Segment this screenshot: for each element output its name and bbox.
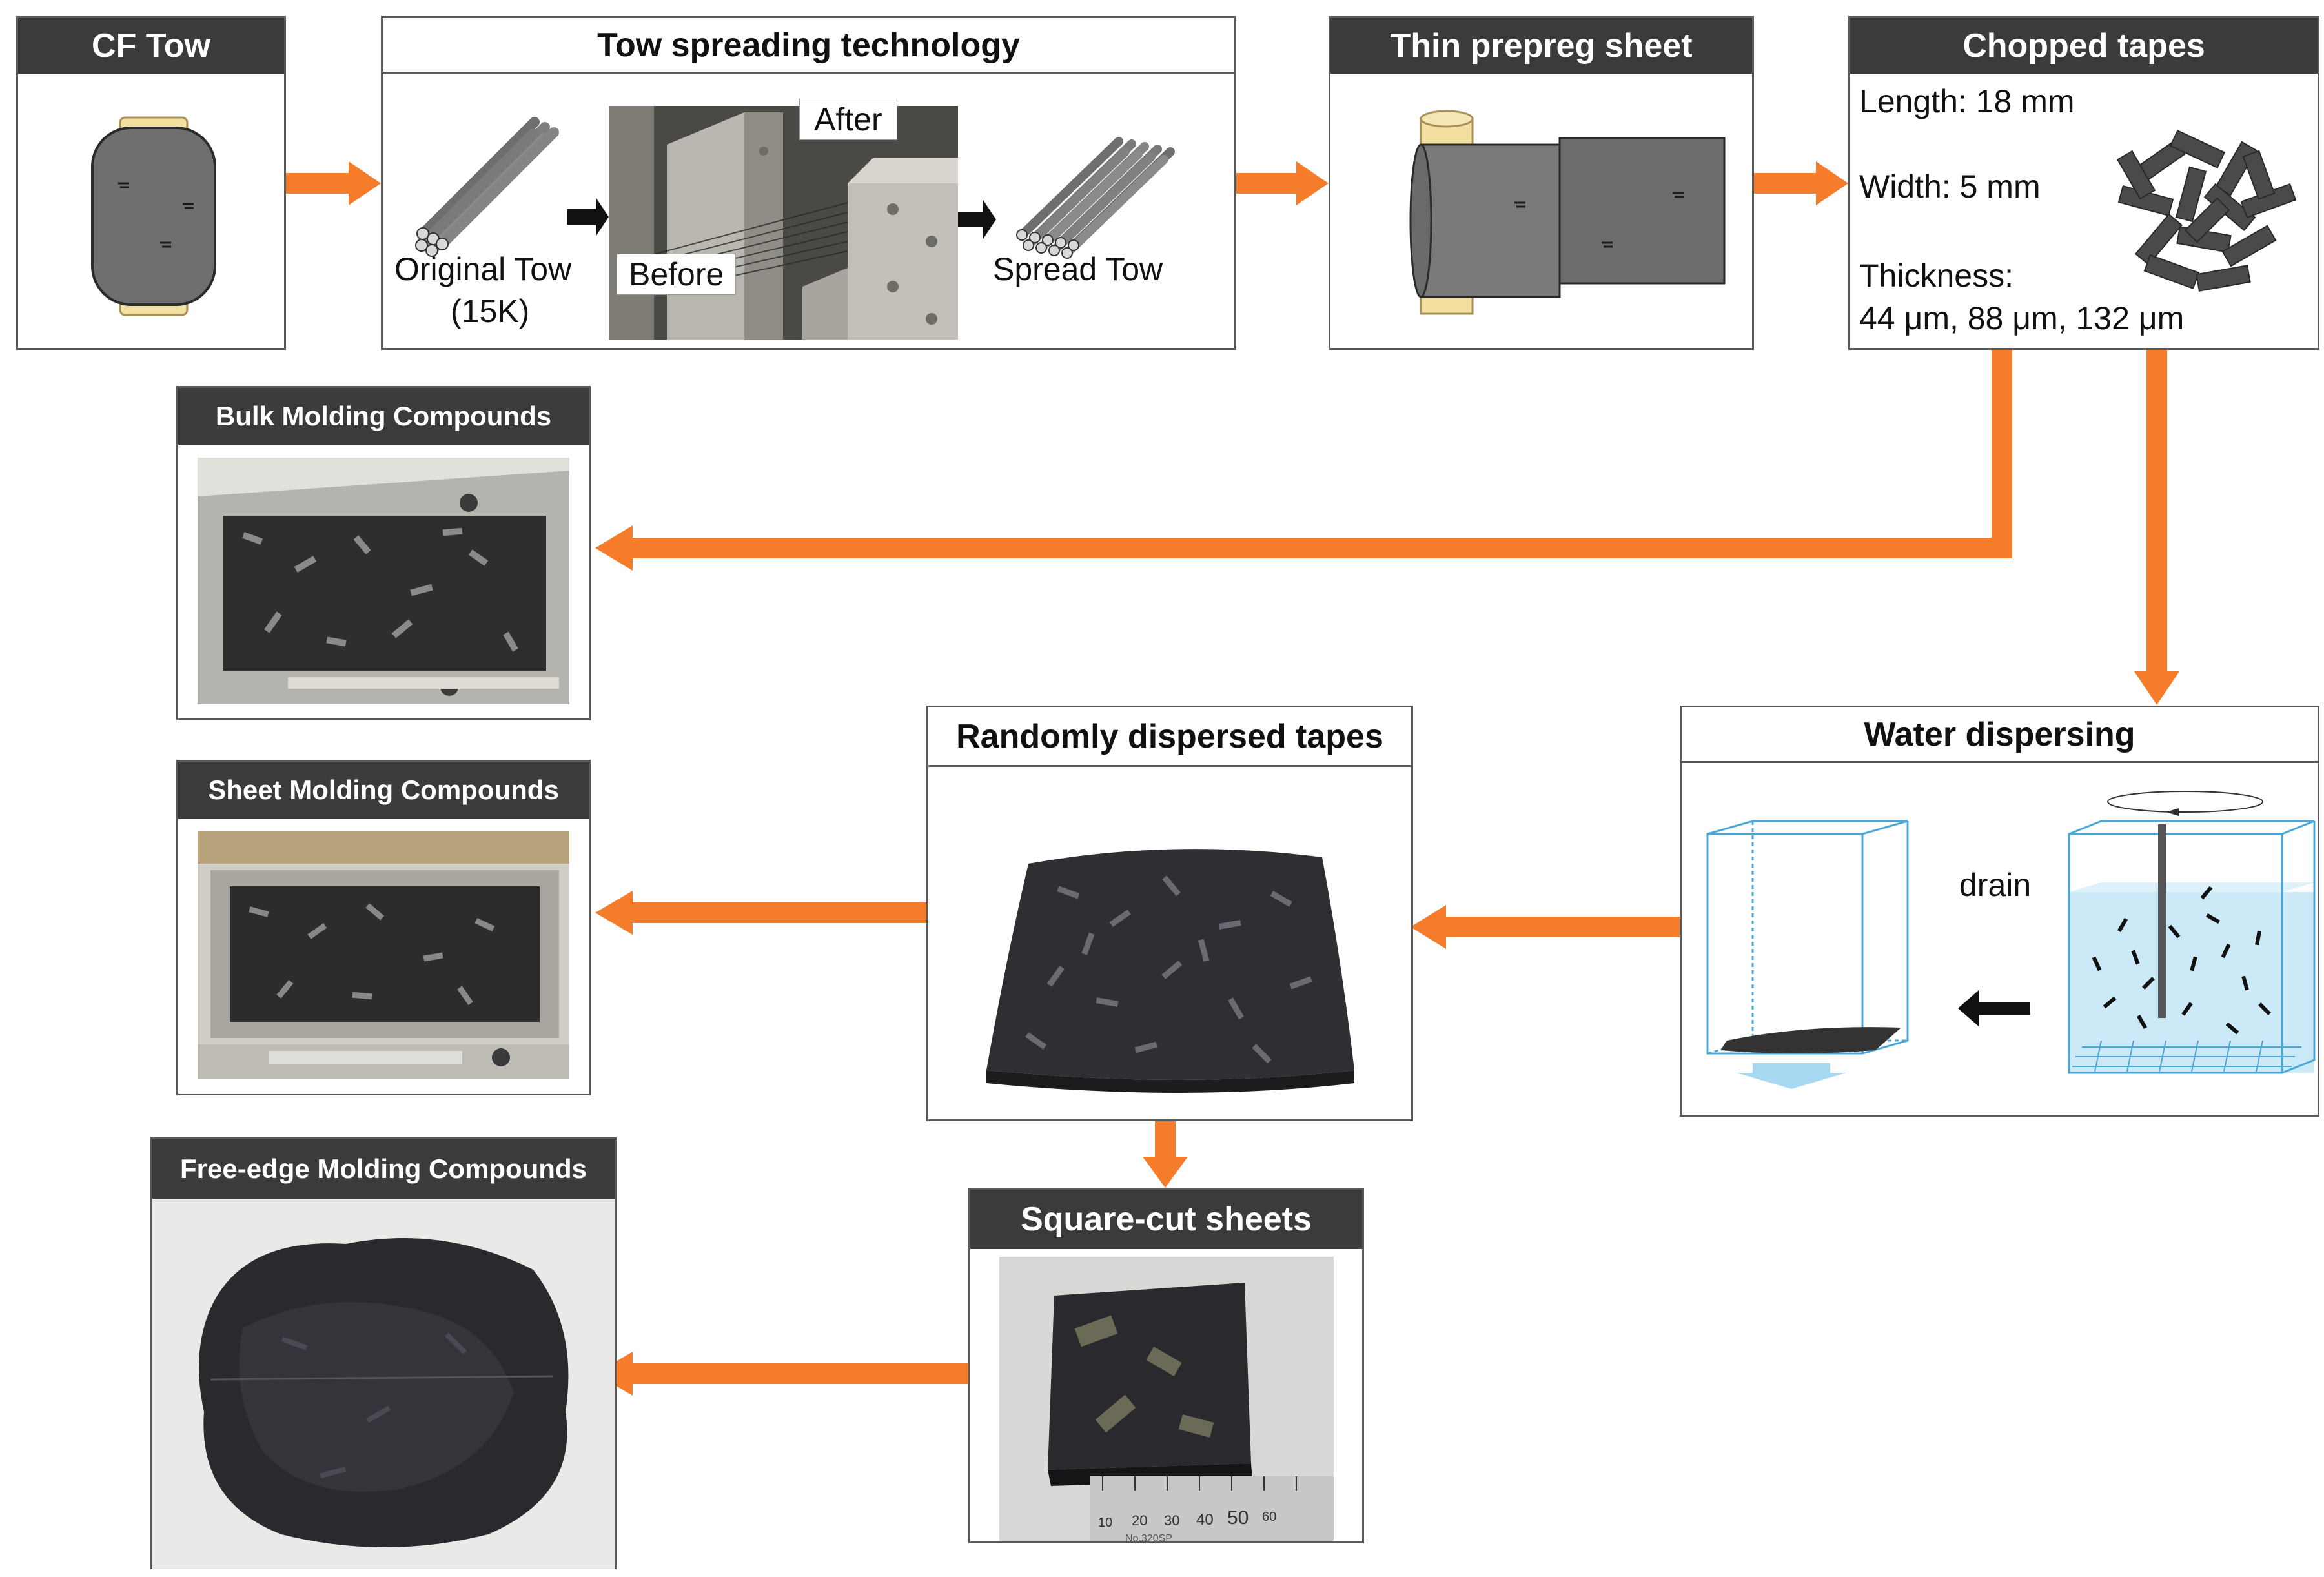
panel-title: Square-cut sheets: [970, 1190, 1362, 1249]
ruler-num-50: 50: [1227, 1507, 1249, 1529]
drained-box-icon: [1706, 820, 1909, 1055]
panel-chopped-tapes: Chopped tapes Length: 18 mm Width: 5 mm …: [1848, 16, 2319, 350]
length-spec: Length: 18 mm: [1859, 83, 2075, 119]
ruler-mark: No.320SP: [1125, 1533, 1172, 1544]
thickness-values: 44 μm, 88 μm, 132 μm: [1859, 300, 2185, 336]
after-label: After: [799, 99, 897, 140]
drain-label: drain: [1959, 867, 2032, 903]
prepreg-roll-icon: [1409, 110, 1726, 315]
panel-fmc: Free-edge Molding Compounds: [150, 1137, 617, 1569]
ruler-num-30: 30: [1164, 1512, 1180, 1529]
panel-random-tapes: Randomly dispersed tapes: [926, 706, 1413, 1121]
panel-title: Bulk Molding Compounds: [178, 388, 589, 445]
panel-title: Tow spreading technology: [383, 18, 1234, 74]
spread-tow-label: Spread Tow: [993, 251, 1163, 287]
panel-title: Chopped tapes: [1850, 18, 2318, 74]
ruler-num-60: 60: [1262, 1510, 1277, 1524]
arrow-cf-to-spreading: [284, 161, 381, 205]
arrow-random-to-square: [1143, 1121, 1188, 1188]
arrow-square-to-fmc: [595, 1352, 968, 1396]
original-tow-label: Original Tow: [394, 251, 572, 287]
panel-cf-tow: CF Tow: [16, 16, 286, 350]
panel-title: Randomly dispersed tapes: [928, 707, 1411, 767]
drain-flow-arrow: [1737, 1063, 1846, 1089]
spreading-machine-photo: [609, 106, 958, 340]
panel-square-cut: Square-cut sheets 10 20 30 40 50 60: [968, 1188, 1364, 1544]
arrow-water-to-random: [1411, 905, 1680, 949]
smc-photo: [198, 831, 569, 1079]
panel-prepreg: Thin prepreg sheet: [1329, 16, 1754, 350]
panel-water-dispersing: Water dispersing: [1680, 706, 2319, 1117]
panel-smc: Sheet Molding Compounds: [176, 760, 591, 1095]
random-tapes-mat-image: [986, 849, 1354, 1093]
fmc-photo: [152, 1199, 615, 1569]
arrow-prepreg-to-chopped: [1754, 161, 1848, 205]
arrow-spreading-to-prepreg: [1235, 161, 1329, 205]
ruler-num-40: 40: [1196, 1511, 1214, 1529]
original-tow-count-label: (15K): [451, 293, 530, 329]
panel-bmc: Bulk Molding Compounds: [176, 386, 591, 720]
water-tank-icon: [2068, 791, 2316, 1074]
panel-tow-spreading: Tow spreading technology: [381, 16, 1236, 350]
tow-spreading-illustration: [415, 106, 1175, 340]
spreading-in-arrow: [567, 198, 609, 236]
panel-title: Sheet Molding Compounds: [178, 762, 589, 819]
drain-direction-arrow: [1958, 990, 2030, 1026]
spread-tow-icon: [1016, 137, 1175, 259]
before-label: Before: [617, 254, 737, 295]
arrow-chopped-to-bmc: [595, 350, 2012, 571]
cf-tow-bobbin-icon: [91, 116, 216, 316]
arrow-chopped-to-water: [2134, 350, 2179, 705]
chopped-tapes-pile-icon: [2116, 129, 2297, 292]
original-tow-bundle-icon: [415, 117, 559, 257]
arrow-random-to-smc: [595, 891, 926, 935]
panel-title: Thin prepreg sheet: [1330, 18, 1752, 74]
panel-title: Water dispersing: [1682, 707, 2318, 763]
square-cut-photo: [999, 1257, 1334, 1541]
thickness-label: Thickness:: [1859, 258, 2013, 294]
panel-title: CF Tow: [18, 18, 284, 74]
ruler-num-20: 20: [1132, 1512, 1148, 1529]
panel-title: Free-edge Molding Compounds: [152, 1139, 615, 1199]
spreading-out-arrow: [958, 200, 996, 239]
ruler-num-10: 10: [1098, 1516, 1113, 1530]
bmc-photo: [198, 458, 569, 704]
width-spec: Width: 5 mm: [1859, 168, 2041, 205]
water-dispersing-illustration: [1706, 791, 2316, 1089]
